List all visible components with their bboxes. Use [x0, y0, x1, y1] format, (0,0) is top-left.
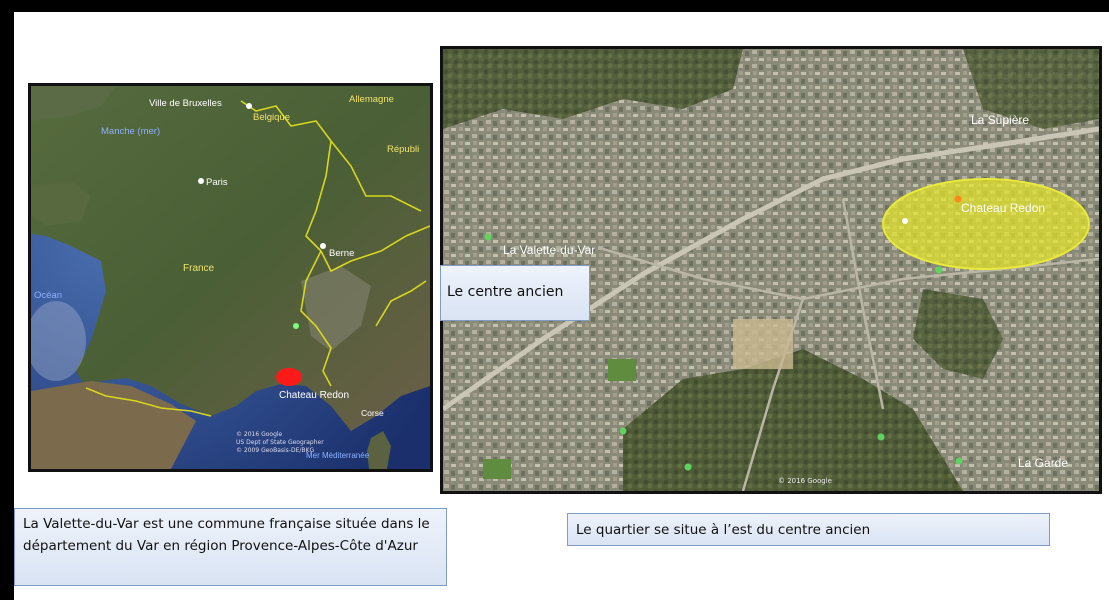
corsica: [367, 431, 391, 469]
label-la-supiere: La Supière: [971, 113, 1029, 127]
poi-marker-4: [684, 463, 692, 471]
berne-marker: [320, 243, 326, 249]
brussels-marker: [246, 103, 252, 109]
label-mediterranean: Mer Méditerranée: [306, 451, 370, 460]
poi-marker-6: [955, 457, 963, 465]
label-berne: Berne: [329, 248, 354, 259]
caption-commune: La Valette-du-Var est une commune frança…: [14, 508, 447, 586]
label-republic: Républi: [387, 144, 419, 155]
hill-vegetation-ne: [963, 49, 1099, 129]
slide: Ville de Bruxelles Belgique Allemagne Ré…: [14, 12, 1109, 600]
poi-marker: [293, 323, 299, 329]
brittany: [31, 181, 91, 226]
england: [31, 86, 116, 121]
attribution-line-3: © 2009 GeoBasis-DE/BKG: [236, 447, 314, 454]
hill-vegetation-top: [443, 49, 743, 129]
sports-complex: [733, 319, 793, 369]
poi-marker-2: [935, 266, 943, 274]
hill-vegetation-south: [623, 349, 963, 491]
label-corse: Corse: [361, 408, 384, 418]
label-atlantic: Océan: [34, 290, 62, 301]
label-brussels: Ville de Bruxelles: [149, 98, 222, 109]
satellite-map[interactable]: La Supière Chateau Redon La Valette-du-V…: [440, 46, 1102, 494]
chateau-redon-marker[interactable]: [276, 368, 302, 386]
label-channel: Manche (mer): [101, 126, 160, 137]
france-map-canvas: Ville de Bruxelles Belgique Allemagne Ré…: [31, 86, 430, 469]
border-lines: [85, 100, 430, 417]
chateau-redon-pin: [954, 195, 962, 203]
label-paris: Paris: [206, 177, 228, 188]
caption-centre-ancien: Le centre ancien: [440, 265, 590, 321]
label-belgium: Belgique: [253, 112, 290, 123]
label-chateau-redon: Chateau Redon: [279, 390, 349, 401]
attribution-line-2: US Dept of State Geographer: [236, 439, 324, 446]
label-germany: Allemagne: [349, 94, 394, 105]
attribution: © 2016 Google: [778, 477, 832, 485]
caption-quartier: Le quartier se situe à l’est du centre a…: [567, 513, 1050, 546]
attribution-line-1: © 2016 Google: [236, 431, 283, 438]
spain: [31, 381, 196, 469]
haze: [31, 301, 86, 381]
highway: [443, 126, 1099, 412]
hill-vegetation-east: [913, 289, 1003, 379]
paris-marker: [198, 178, 204, 184]
sports-field: [483, 459, 511, 479]
label-france: France: [183, 263, 215, 274]
stadium: [608, 359, 636, 381]
poi-marker-1: [484, 233, 492, 241]
satellite-map-canvas: La Supière Chateau Redon La Valette-du-V…: [443, 49, 1099, 491]
label-la-valette: La Valette-du-Var: [503, 243, 595, 257]
highlight-poi: [902, 218, 908, 224]
poi-marker-5: [877, 433, 885, 441]
label-chateau-redon: Chateau Redon: [961, 201, 1045, 215]
label-la-garde: La Garde: [1018, 456, 1068, 470]
france-map[interactable]: Ville de Bruxelles Belgique Allemagne Ré…: [28, 83, 433, 472]
poi-marker-3: [619, 427, 627, 435]
quartier-highlight[interactable]: [882, 178, 1090, 270]
